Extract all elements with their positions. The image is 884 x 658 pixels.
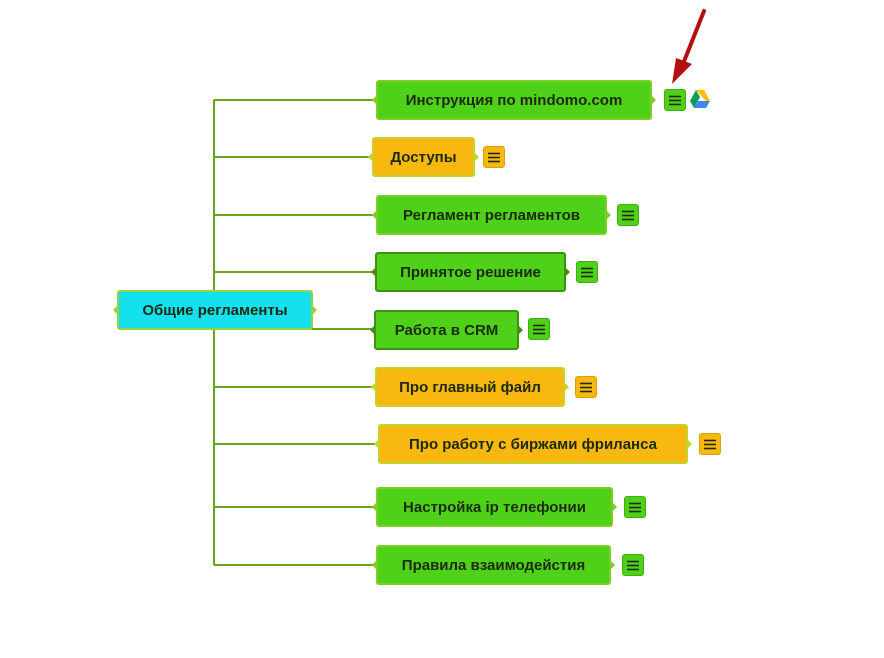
notes-list-icon[interactable] xyxy=(576,261,598,283)
topic-freelance-exchanges[interactable]: Про работу с биржами фриланса xyxy=(378,424,688,464)
topic-label: Работа в CRM xyxy=(394,321,499,339)
notes-list-icon[interactable] xyxy=(483,146,505,168)
topic-label: Инструкция по mindomo.com xyxy=(405,91,623,109)
notes-list-icon[interactable] xyxy=(699,433,721,455)
notes-list-icon[interactable] xyxy=(664,89,686,111)
notes-list-icon[interactable] xyxy=(575,376,597,398)
topic-ip-telephony[interactable]: Настройка ip телефонии xyxy=(376,487,613,527)
topic-label: Принятое решение xyxy=(400,263,541,281)
topic-label: Регламент регламентов xyxy=(402,206,580,224)
topic-main-file[interactable]: Про главный файл xyxy=(375,367,565,407)
notes-list-icon[interactable] xyxy=(617,204,639,226)
topic-interaction-rules[interactable]: Правила взаимодейстия xyxy=(376,545,611,585)
topic-decision-made[interactable]: Принятое решение xyxy=(375,252,566,292)
topic-label: Правила взаимодейстия xyxy=(401,556,586,574)
topic-crm-work[interactable]: Работа в CRM xyxy=(374,310,519,350)
topic-regulation-of-regulations[interactable]: Регламент регламентов xyxy=(376,195,607,235)
topic-label: Про работу с биржами фриланса xyxy=(409,435,657,453)
topic-access[interactable]: Доступы xyxy=(372,137,475,177)
topic-label: Настройка ip телефонии xyxy=(403,498,586,516)
topic-label: Доступы xyxy=(390,148,457,166)
google-drive-icon[interactable] xyxy=(689,89,711,109)
notes-list-icon[interactable] xyxy=(528,318,550,340)
notes-list-icon[interactable] xyxy=(624,496,646,518)
root-topic[interactable]: Общие регламенты xyxy=(117,290,313,330)
topic-label: Про главный файл xyxy=(399,378,541,396)
root-topic-label: Общие регламенты xyxy=(142,301,288,319)
topic-mindomo-instruction[interactable]: Инструкция по mindomo.com xyxy=(376,80,652,120)
notes-list-icon[interactable] xyxy=(622,554,644,576)
